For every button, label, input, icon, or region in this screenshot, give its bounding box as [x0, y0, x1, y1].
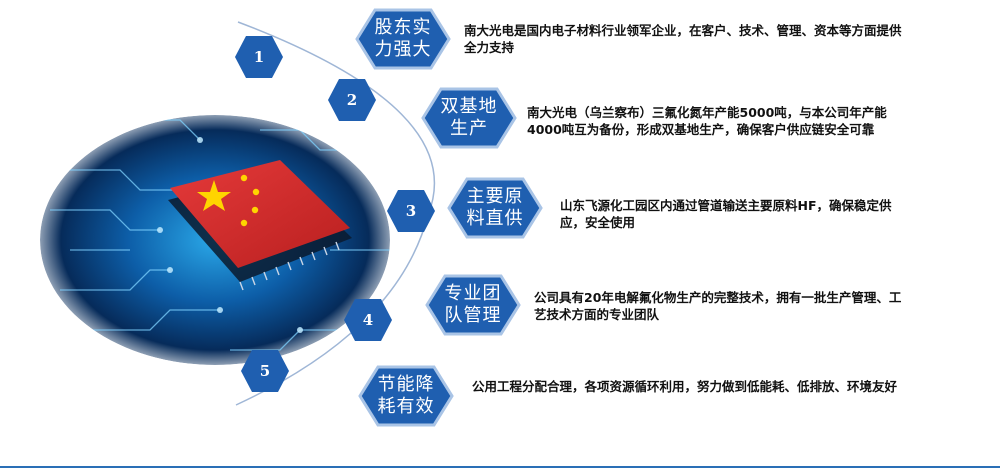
number-hex-5: 5: [240, 349, 290, 393]
label-hex-2: 双基地生产: [421, 87, 517, 149]
label-text: 节能降耗有效: [377, 374, 435, 417]
number-hex-4: 4: [343, 298, 393, 342]
number-hex-2: 2: [327, 78, 377, 122]
number-label: 2: [346, 91, 358, 109]
number-label: 5: [259, 362, 271, 380]
number-hex-3: 3: [386, 189, 436, 233]
number-label: 1: [253, 48, 265, 66]
label-text: 主要原料直供: [466, 186, 524, 229]
description-2: 南大光电（乌兰察布）三氟化氮年产能5000吨，与本公司年产能4000吨互为备份，…: [527, 105, 887, 137]
label-text: 股东实力强大: [374, 17, 432, 60]
label-hex-4: 专业团队管理: [425, 274, 521, 336]
description-4: 公司具有20年电解氟化物生产的完整技术，拥有一批生产管理、工艺技术方面的专业团队: [534, 290, 902, 322]
label-hex-5: 节能降耗有效: [358, 365, 454, 427]
label-hex-1: 股东实力强大: [355, 8, 451, 70]
number-label: 3: [405, 202, 417, 220]
label-hex-3: 主要原料直供: [447, 177, 543, 239]
label-text: 双基地生产: [440, 96, 498, 139]
number-label: 4: [362, 311, 374, 329]
label-text: 专业团队管理: [444, 283, 502, 326]
description-3: 山东飞源化工园区内通过管道输送主要原料HF，确保稳定供应，安全使用: [560, 198, 892, 230]
bottom-accent-line: [0, 466, 1000, 468]
description-5: 公用工程分配合理，各项资源循环利用，努力做到低能耗、低排放、环境友好: [472, 379, 898, 394]
number-hex-1: 1: [234, 35, 284, 79]
description-1: 南大光电是国内电子材料行业领军企业，在客户、技术、管理、资本等方面提供全力支持: [464, 23, 902, 55]
